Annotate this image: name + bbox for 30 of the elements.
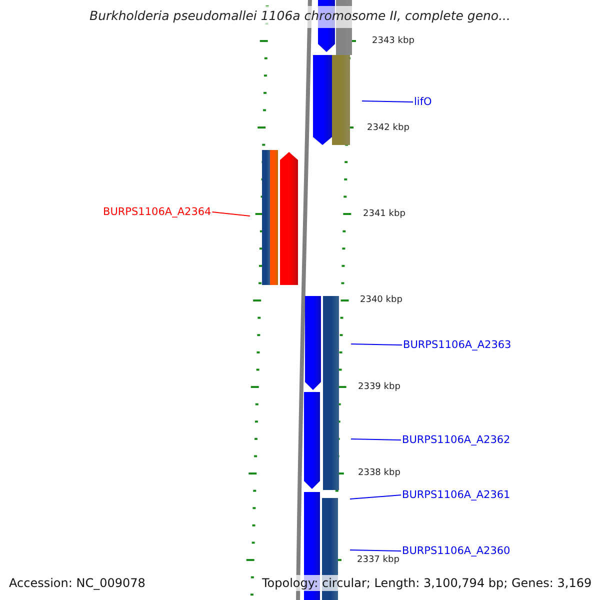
gene-feature: [280, 152, 298, 285]
scale-label: 2340 kbp: [360, 295, 402, 306]
gene-feature: [270, 150, 278, 285]
gene-label: BURPS1106A_A2363: [403, 339, 512, 351]
scale-label: 2341 kbp: [363, 209, 406, 220]
scale-label: 2338 kbp: [358, 468, 400, 479]
scale-label: 2337 kbp: [357, 555, 400, 566]
leader-line: [350, 344, 402, 346]
leader-line: [350, 494, 402, 500]
accession-text: Accession: NC_009078: [9, 575, 146, 591]
scale-label: 2339 kbp: [358, 382, 400, 393]
gene-feature: [262, 150, 270, 285]
leader-line: [362, 100, 414, 102]
gene-label: BURPS1106A_A2364: [103, 206, 212, 218]
gene-feature: [313, 55, 332, 145]
topology-text: Topology: circular; Length: 3,100,794 bp; Genes: 3,169: [262, 575, 592, 591]
gene-label: BURPS1106A_A2360: [402, 545, 510, 557]
leader-line: [350, 550, 402, 552]
title: Burkholderia pseudomallei 1106a chromosome II, complete geno...: [88, 8, 512, 23]
scale-label: 2343 kbp: [372, 36, 414, 47]
gene-feature: [304, 392, 320, 489]
leader-line: [350, 438, 402, 440]
gene-feature: [323, 296, 339, 490]
gene-label: BURPS1106A_A2361: [402, 489, 510, 501]
gene-feature: [305, 296, 321, 390]
leader-line: [212, 212, 250, 216]
gene-feature: [332, 55, 350, 145]
scale-label: 2342 kbp: [367, 123, 410, 134]
gene-label: BURPS1106A_A2362: [402, 434, 510, 446]
gene-label: lifO: [414, 96, 432, 108]
